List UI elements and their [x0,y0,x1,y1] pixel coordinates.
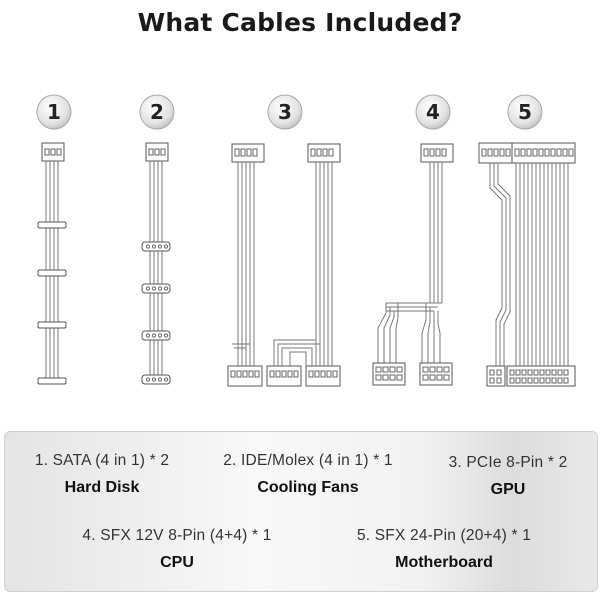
molex-cable-drawing [141,142,171,385]
badge-4: 4 [415,94,451,130]
page-title: What Cables Included? [137,8,463,37]
atx-cable-drawing [478,142,576,387]
cables-diagram: 1 2 3 4 5 [36,94,576,387]
cable-usage: CPU [160,554,194,571]
cable-name: 3. PCIe 8-Pin * 2 [448,454,568,471]
badge-3: 3 [267,94,303,130]
badge-5-number: 5 [518,100,532,124]
cpu-cable-drawing [372,143,454,386]
badge-1-number: 1 [47,100,61,124]
badge-2-number: 2 [150,100,164,124]
cable-name: 4. SFX 12V 8-Pin (4+4) * 1 [82,527,272,544]
cable-name: 5. SFX 24-Pin (20+4) * 1 [356,527,532,544]
cable-item-pcie: 3. PCIe 8-Pin * 2 GPU [435,454,581,499]
cable-list-panel: 1. SATA (4 in 1) * 2 Hard Disk 2. IDE/Mo… [4,431,598,592]
cable-item-atx: 5. SFX 24-Pin (20+4) * 1 Motherboard [341,527,547,572]
badge-4-number: 4 [426,100,440,124]
badge-5: 5 [507,94,543,130]
badge-3-number: 3 [278,100,292,124]
badge-1: 1 [36,94,72,130]
cable-item-sata: 1. SATA (4 in 1) * 2 Hard Disk [17,452,187,497]
sata-cable-drawing [37,142,67,385]
badge-2: 2 [139,94,175,130]
cable-item-molex: 2. IDE/Molex (4 in 1) * 1 Cooling Fans [208,452,408,497]
cable-usage: Hard Disk [64,479,140,496]
cable-usage: Motherboard [395,554,493,571]
cable-usage: Cooling Fans [257,479,359,496]
pcie-cable-drawing [227,143,341,387]
cable-item-cpu: 4. SFX 12V 8-Pin (4+4) * 1 CPU [71,527,283,572]
cable-name: 2. IDE/Molex (4 in 1) * 1 [223,452,393,469]
cable-usage: GPU [490,481,526,498]
cable-name: 1. SATA (4 in 1) * 2 [34,452,170,469]
